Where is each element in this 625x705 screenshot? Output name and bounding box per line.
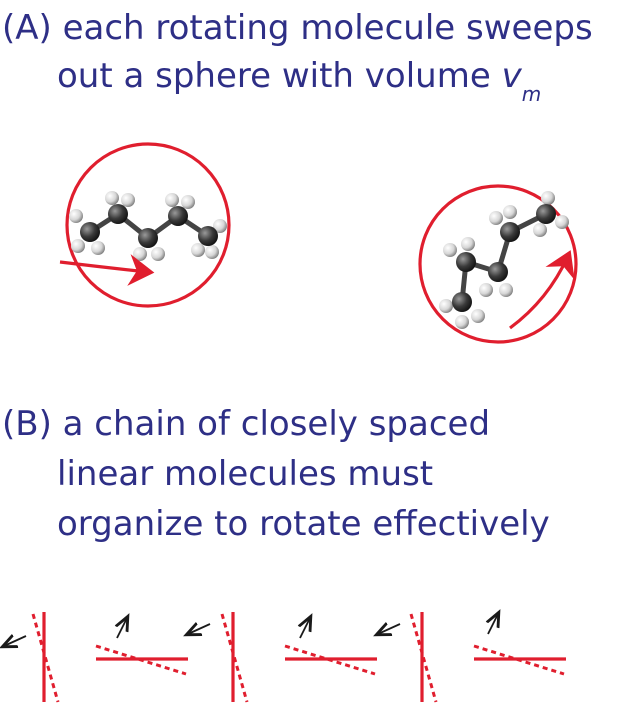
chain-molecule-vertical-1 bbox=[4, 612, 60, 703]
chain-molecule-vertical-2 bbox=[188, 612, 249, 703]
panel-a-caption-line2: out a sphere with volume vm bbox=[57, 56, 541, 106]
rotating-molecule-1 bbox=[59, 142, 231, 308]
panel-a-caption-text: out a sphere with volume bbox=[57, 56, 502, 96]
molecule-chain bbox=[4, 612, 566, 703]
panel-b-caption-line2: linear molecules must bbox=[57, 454, 434, 494]
swept-sphere-2 bbox=[418, 184, 578, 344]
molecule-2-carbons bbox=[452, 204, 556, 312]
rotation-direction-arrow bbox=[378, 624, 401, 634]
chain-molecule-horizontal-1 bbox=[95, 618, 188, 676]
panel-a-caption-line1: (A) each rotating molecule sweeps bbox=[2, 8, 593, 48]
rotating-molecule-2 bbox=[418, 184, 578, 344]
volume-variable-subscript: m bbox=[521, 82, 542, 106]
molecule-1-carbons bbox=[80, 204, 218, 248]
rotation-arrow-2 bbox=[509, 250, 575, 330]
molecule-2-hydrogens bbox=[439, 191, 569, 329]
swept-sphere-1 bbox=[65, 142, 231, 308]
rotation-arrow-1 bbox=[59, 254, 155, 286]
rotation-direction-arrow bbox=[300, 618, 310, 639]
chain-molecule-horizontal-3 bbox=[473, 614, 566, 676]
volume-variable: v bbox=[501, 56, 522, 96]
rotation-direction-arrow bbox=[488, 614, 498, 635]
panel-b-caption-line1: (B) a chain of closely spaced bbox=[2, 404, 491, 444]
chain-molecule-horizontal-2 bbox=[284, 618, 377, 676]
rotation-direction-arrow bbox=[188, 624, 211, 634]
panel-b-caption-line3: organize to rotate effectively bbox=[57, 504, 550, 544]
rotation-direction-arrow bbox=[117, 618, 127, 639]
chain-molecule-vertical-3 bbox=[378, 612, 438, 703]
rotation-direction-arrow bbox=[4, 636, 27, 646]
